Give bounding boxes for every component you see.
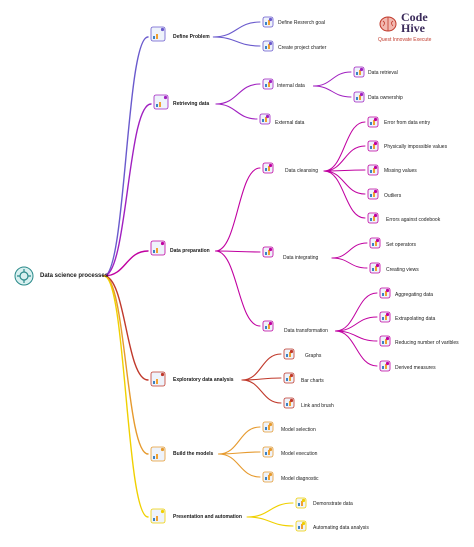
gear-head-icon — [14, 266, 34, 286]
node-prep-0-label: Data cleansing — [285, 168, 319, 174]
root-label: Data science processes — [40, 273, 109, 279]
leaf-prep-0-2-label: Missing values — [384, 168, 417, 174]
merge-icon — [262, 246, 274, 258]
line-graph-icon — [283, 348, 295, 360]
brand-tagline: Quest Innovate Execute — [378, 37, 432, 43]
node-retrieve-1-label: External data — [275, 120, 305, 126]
node-define-0-label: Define Resrerch goal — [278, 20, 325, 26]
bar-chart-icon — [283, 372, 295, 384]
gear-cube-icon — [262, 446, 274, 458]
brand-logo: Code Hive Quest Innovate Execute — [378, 10, 468, 43]
automation-icon — [295, 520, 307, 532]
folder-chart-icon — [379, 311, 391, 323]
node-present-1-label: Automating data analysis — [313, 525, 369, 531]
handshake-icon — [353, 91, 365, 103]
leaf-prep-0-0-label: Error from data entry — [384, 120, 431, 126]
brand-name: Code Hive — [401, 10, 428, 35]
presentation-icon — [150, 508, 166, 524]
branch-eda-label: Exploratory data analysis — [173, 377, 234, 383]
node-eda-2-label: Link and brush — [301, 403, 334, 409]
transform-icon — [262, 320, 274, 332]
leaf-prep-0-3-label: Outliers — [384, 193, 402, 199]
document-icon — [367, 140, 379, 152]
leaf-prep-2-1-label: Extrapolating data — [395, 316, 436, 322]
puzzle-icon — [367, 164, 379, 176]
node-define-1-label: Create project charter — [278, 45, 327, 51]
branch-present-label: Presentation and automation — [173, 514, 242, 520]
node-eda-1-label: Bar charts — [301, 378, 324, 384]
leaf-prep-0-1-label: Physically impossible values — [384, 144, 448, 150]
branch-prep-label: Data preparation — [170, 248, 210, 254]
flowchart-icon — [150, 446, 166, 462]
node-build-1-label: Model execution — [281, 451, 318, 457]
branch-build-label: Build the models — [173, 451, 214, 457]
codebook-icon — [367, 212, 379, 224]
reduce-icon — [379, 335, 391, 347]
leaf-retrieve-0-1-label: Data ownership — [368, 95, 403, 101]
node-build-2-label: Model diagnostic — [281, 476, 319, 482]
cube-icon — [262, 421, 274, 433]
network-icon — [259, 113, 271, 125]
brain-icon — [379, 16, 397, 32]
clean-database-icon — [262, 162, 274, 174]
outlier-icon — [367, 188, 379, 200]
leaf-prep-2-2-label: Reducing number of varibles — [395, 340, 459, 346]
eye-gear-icon — [369, 262, 381, 274]
chart-analysis-icon — [150, 371, 166, 387]
leaf-prep-2-3-label: Derived measures — [395, 365, 436, 371]
error-form-icon — [367, 116, 379, 128]
server-icon — [262, 78, 274, 90]
database-icon — [153, 94, 169, 110]
monitor-icon — [295, 497, 307, 509]
node-prep-1-label: Data integrating — [283, 255, 319, 261]
leaf-prep-1-0-label: Set operators — [386, 242, 417, 248]
leaf-prep-2-0-label: Aggregating data — [395, 292, 434, 298]
node-retrieve-0-label: Internal data — [277, 83, 305, 89]
chart-prep-icon — [150, 240, 166, 256]
magnifier-icon — [262, 16, 274, 28]
document-gear-icon — [262, 40, 274, 52]
brand-name-line2: Hive — [401, 21, 425, 35]
ruler-icon — [379, 360, 391, 372]
brand-name-line1: Code — [401, 10, 428, 24]
brush-icon — [283, 397, 295, 409]
branch-define-label: Define Problem — [173, 34, 210, 40]
node-prep-2-label: Data transformation — [284, 328, 328, 334]
branch-retrieve-label: Retrieving data — [173, 101, 210, 107]
node-build-0-label: Model selection — [281, 427, 316, 433]
question-gear-icon — [150, 26, 166, 42]
leaf-prep-1-1-label: Creating views — [386, 267, 419, 273]
aggregate-icon — [379, 287, 391, 299]
set-icon — [369, 237, 381, 249]
leaf-prep-0-4-label: Errors against codebook — [386, 217, 441, 223]
node-present-0-label: Demonstrate data — [313, 501, 353, 507]
node-eda-0-label: Graphs — [305, 353, 322, 359]
leaf-retrieve-0-0-label: Data retrieval — [368, 70, 398, 76]
diagnostic-gear-icon — [262, 471, 274, 483]
search-database-icon — [353, 66, 365, 78]
